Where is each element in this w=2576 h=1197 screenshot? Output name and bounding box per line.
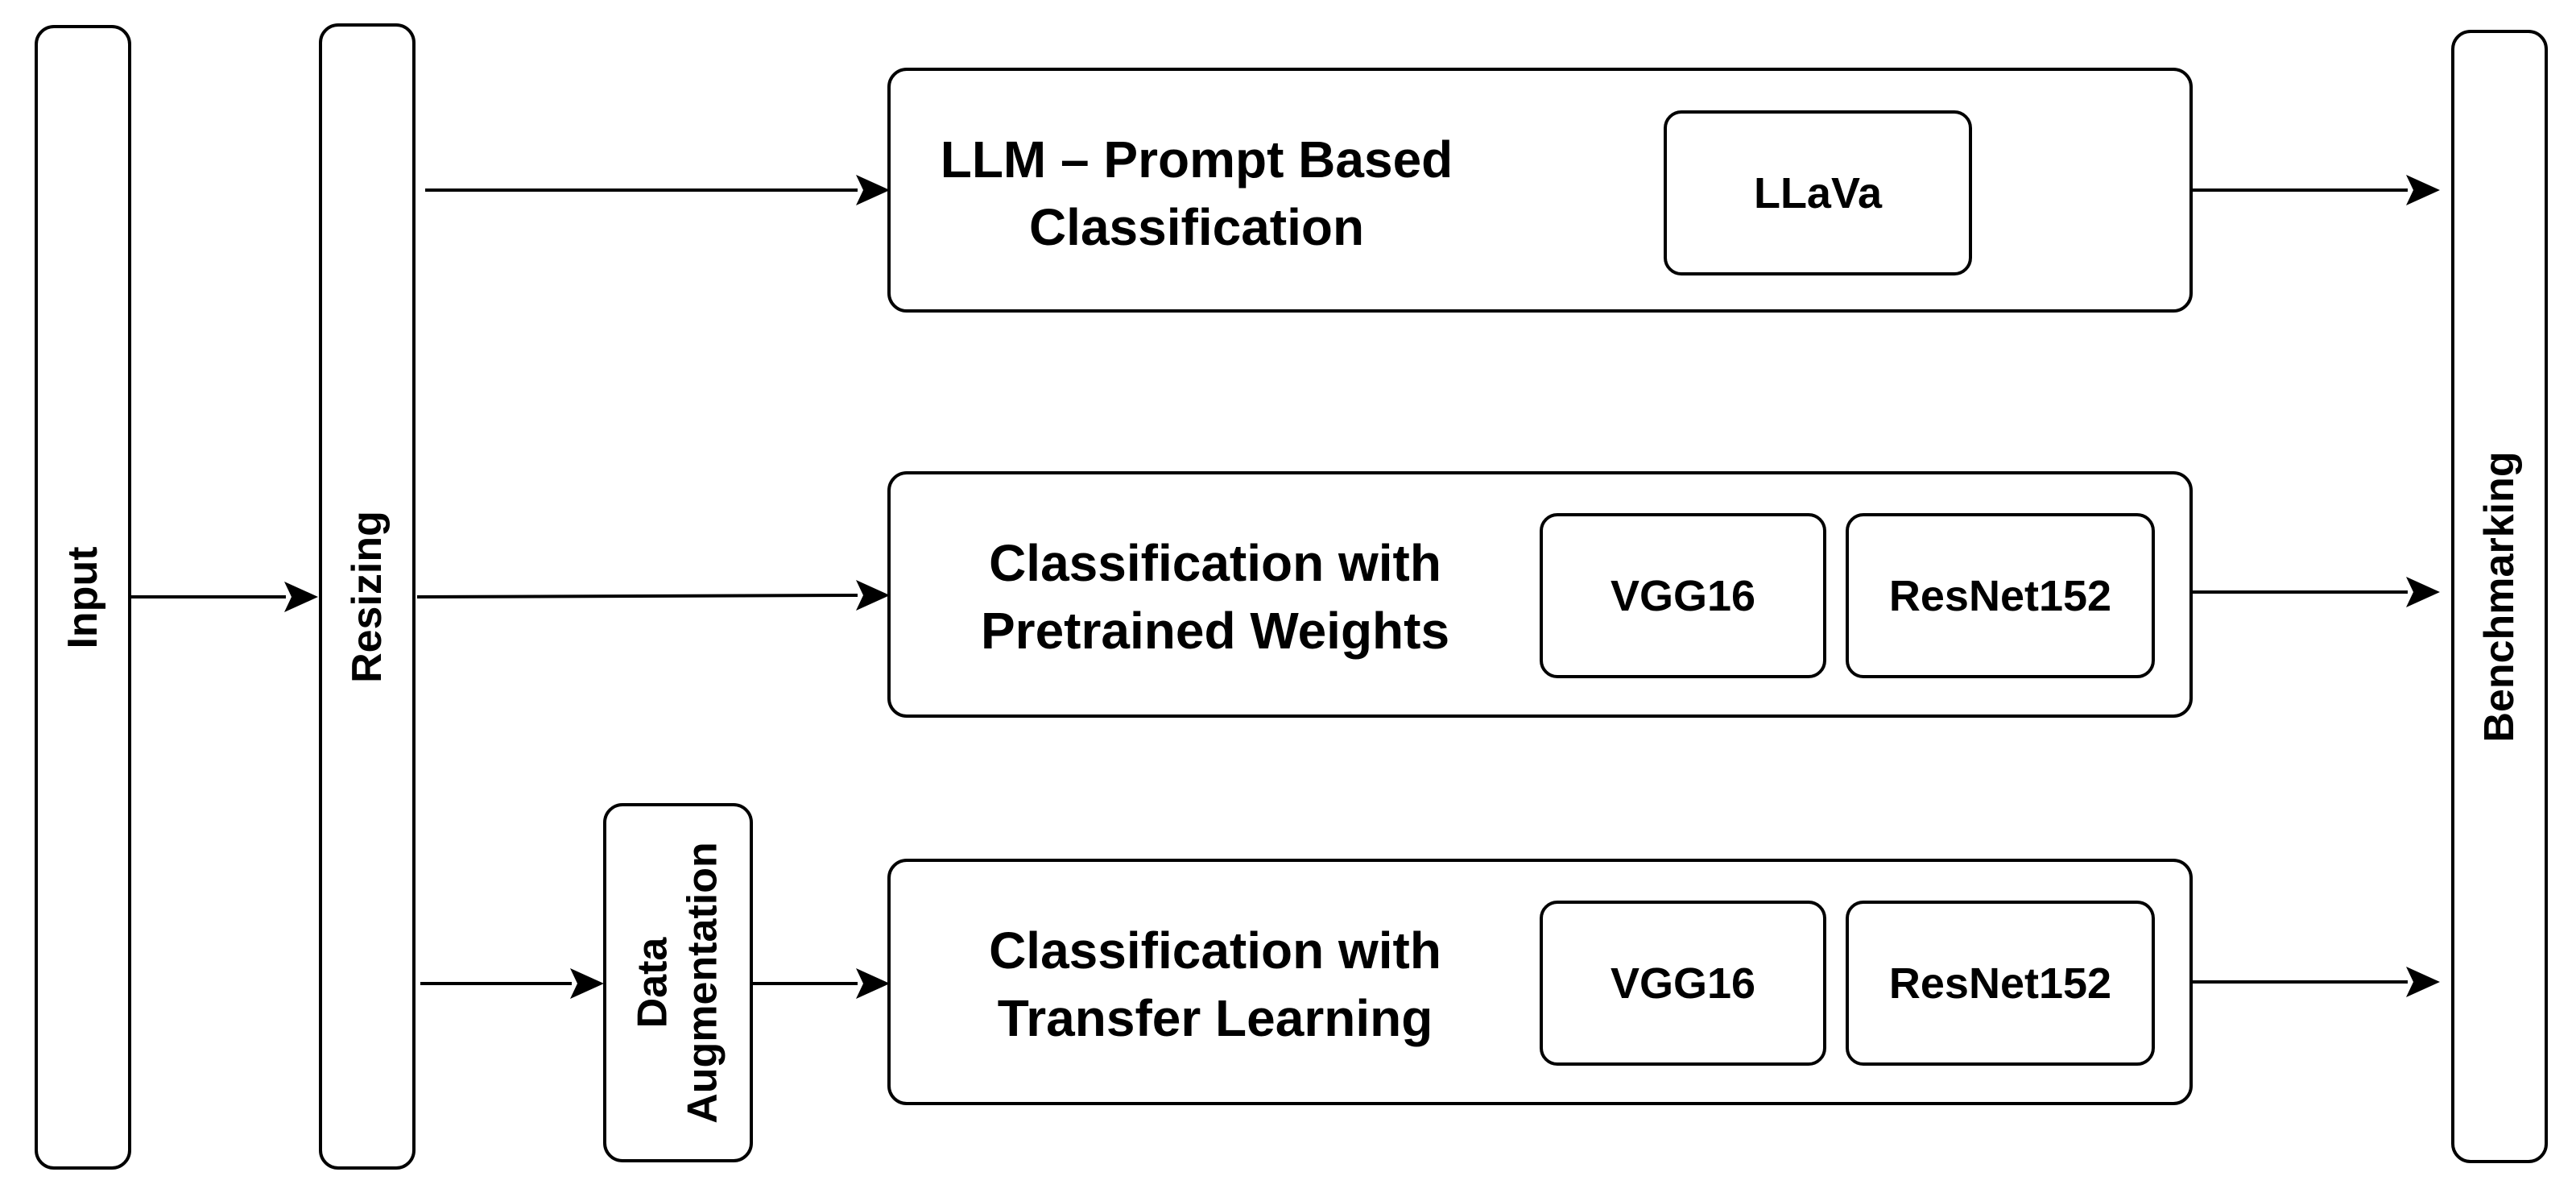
stage-transfer-learning: Classification with Transfer Learning VG… — [887, 859, 2193, 1105]
arrowhead-input-to-resizing — [284, 582, 318, 612]
arrowhead-resizing-to-llm — [856, 175, 890, 205]
resizing-label: Resizing — [343, 510, 391, 683]
data-augmentation-label: Data Augmentation — [628, 842, 729, 1124]
stage-pretrained-title-line2: Pretrained Weights — [980, 602, 1450, 660]
model-vgg16: VGG16 — [1540, 901, 1826, 1066]
data-augmentation-box: Data Augmentation — [603, 803, 753, 1162]
arrowhead-augmentation-to-transfer — [856, 968, 890, 999]
benchmarking-box: Benchmarking — [2451, 30, 2548, 1163]
input-label: Input — [59, 545, 106, 649]
model-llava: LLaVa — [1664, 110, 1972, 275]
stage-llm-title-line2: Classification — [1028, 198, 1365, 256]
stage-transfer-title-line1: Classification with — [989, 922, 1441, 980]
arrowhead-pretrained-to-benchmarking — [2406, 577, 2440, 607]
input-box: Input — [35, 25, 131, 1170]
resizing-box: Resizing — [319, 23, 416, 1170]
arrowhead-transfer-to-benchmarking — [2406, 967, 2440, 997]
stage-llm-title: LLM – Prompt Based Classification — [891, 126, 1503, 261]
arrowhead-resizing-to-augmentation — [570, 968, 604, 999]
stage-transfer-title-line2: Transfer Learning — [997, 989, 1433, 1047]
stage-pretrained-title-line1: Classification with — [989, 534, 1441, 592]
model-vgg16: VGG16 — [1540, 513, 1826, 678]
model-resnet152: ResNet152 — [1846, 901, 2155, 1066]
benchmarking-label: Benchmarking — [2475, 450, 2523, 743]
model-resnet152: ResNet152 — [1846, 513, 2155, 678]
stage-pretrained-weights: Classification with Pretrained Weights V… — [887, 471, 2193, 718]
arrowhead-resizing-to-pretrained — [856, 580, 890, 611]
arrow-resizing-to-pretrained — [416, 594, 858, 598]
stage-llm-title-line1: LLM – Prompt Based — [940, 130, 1453, 188]
data-augmentation-line2: Augmentation — [680, 842, 726, 1124]
stage-pretrained-title: Classification with Pretrained Weights — [891, 529, 1540, 665]
stage-llm-prompt-classification: LLM – Prompt Based Classification LLaVa — [887, 68, 2193, 313]
arrowhead-llm-to-benchmarking — [2406, 175, 2440, 205]
data-augmentation-line1: Data — [629, 937, 676, 1029]
stage-transfer-title: Classification with Transfer Learning — [891, 917, 1540, 1052]
